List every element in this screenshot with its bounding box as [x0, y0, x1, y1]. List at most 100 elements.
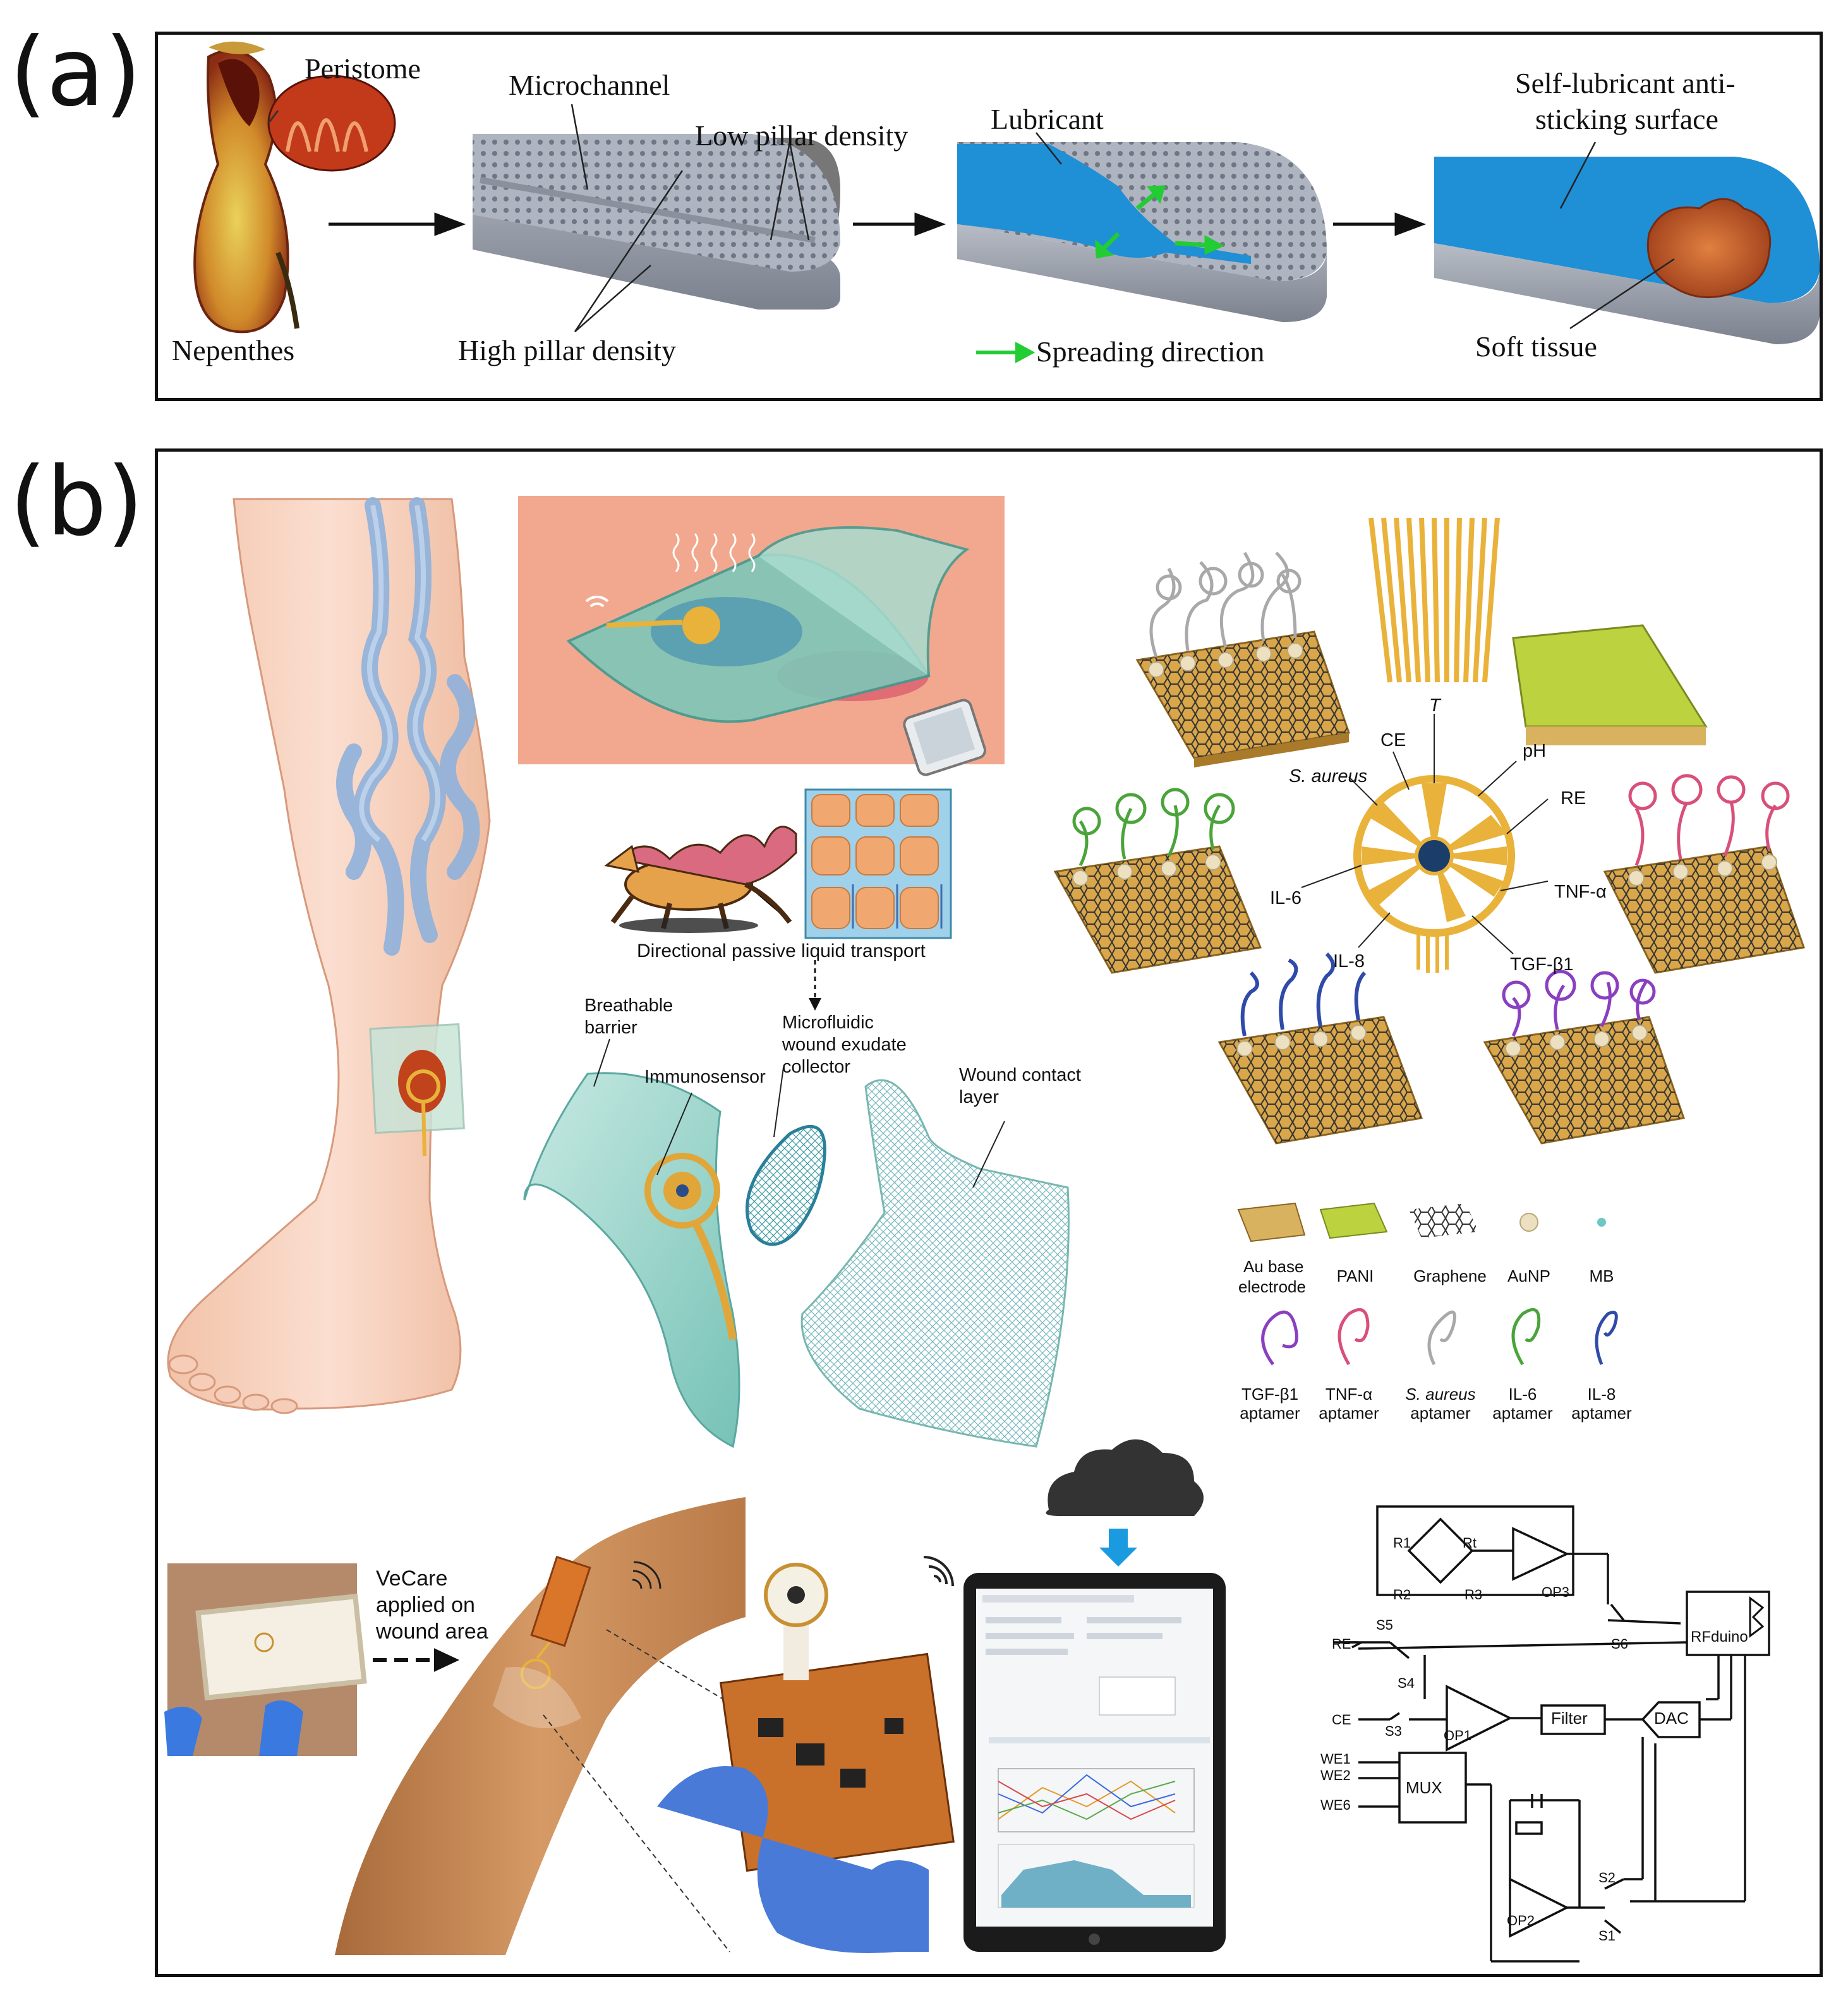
- circuit-MUX: MUX: [1406, 1778, 1442, 1797]
- self-lubricant-plate: [1434, 157, 1820, 344]
- legend-s-aureus-1: S. aureus: [1405, 1385, 1476, 1404]
- arm-photo-small: [164, 1563, 367, 1756]
- electrode-plate-tnf: [1603, 774, 1805, 974]
- circuit-DAC: DAC: [1654, 1709, 1689, 1728]
- legend-tnf-1: TNF-α: [1325, 1385, 1373, 1404]
- wearable-on-skin: [518, 496, 1005, 776]
- thorny-devil-lizard: [604, 826, 797, 933]
- label-microfluidic-1: Microfluidic: [782, 1013, 874, 1033]
- temperature-sensor-trace: [1368, 517, 1500, 683]
- legend-s-aureus-2: aptamer: [1410, 1404, 1471, 1423]
- label-sensor-il6: IL-6: [1270, 888, 1301, 908]
- label-peristome: Peristome: [305, 52, 421, 85]
- circuit-S4: S4: [1398, 1675, 1415, 1691]
- label-breathable-2: barrier: [584, 1018, 637, 1038]
- pani-block: [1512, 624, 1708, 745]
- skin-scales-diagram: [804, 788, 952, 939]
- label-wound-contact-1: Wound contact: [959, 1065, 1081, 1085]
- label-low-pillar: Low pillar density: [695, 119, 909, 152]
- label-microchannel: Microchannel: [509, 69, 670, 101]
- label-soft-tissue: Soft tissue: [1475, 330, 1597, 363]
- legend-mb: MB: [1589, 1266, 1614, 1285]
- immunosensor-electrode: [644, 1153, 737, 1340]
- tablet: [963, 1573, 1226, 1952]
- legend-tgf-1: TGF-β1: [1241, 1385, 1299, 1404]
- label-microfluidic-3: collector: [782, 1057, 850, 1077]
- circuit-WE2: WE2: [1320, 1767, 1351, 1783]
- leg-illustration: [167, 497, 491, 1414]
- label-sensor-tnf: TNF-α: [1554, 882, 1607, 902]
- circuit-S5: S5: [1376, 1617, 1393, 1633]
- circuit-RE: RE: [1332, 1636, 1351, 1652]
- circuit-S1: S1: [1598, 1928, 1615, 1944]
- label-self-lubricant-2: sticking surface: [1535, 103, 1718, 135]
- label-vecare-1: VeCare: [376, 1567, 448, 1591]
- label-sensor-RE: RE: [1561, 788, 1586, 809]
- phone-icon: [903, 699, 987, 776]
- microfluidic-collector-layer: [746, 1124, 826, 1246]
- label-vecare-3: wound area: [376, 1620, 488, 1644]
- circuit-WE1: WE1: [1320, 1751, 1351, 1767]
- label-nepenthes: Nepenthes: [172, 334, 295, 366]
- legend-icons: [1237, 1202, 1618, 1366]
- circuit-OP1: OP1: [1444, 1728, 1472, 1743]
- circuit-RFduino: RFduino: [1691, 1628, 1748, 1645]
- electrode-plate-tgf: [1483, 970, 1685, 1145]
- wound-contact-layer: [800, 1079, 1070, 1448]
- legend-pani: PANI: [1336, 1266, 1374, 1285]
- circuit-WE6: WE6: [1320, 1797, 1351, 1813]
- textured-plate: [473, 134, 840, 310]
- electrode-plate-il8: [1217, 952, 1423, 1145]
- label-sensor-T: T: [1429, 695, 1440, 716]
- label-vecare-2: applied on: [376, 1593, 475, 1617]
- label-breathable-1: Breathable: [584, 996, 673, 1016]
- panel-a-graphics: [193, 41, 1820, 364]
- circuit-S2: S2: [1598, 1870, 1615, 1886]
- label-microfluidic-2: wound exudate: [782, 1035, 907, 1055]
- legend-il6-2: aptamer: [1492, 1404, 1553, 1423]
- electrode-plate-s-aureus: [1135, 551, 1350, 767]
- nepenthes-plant: [193, 41, 299, 334]
- circuit-R3: R3: [1465, 1587, 1483, 1603]
- cloud-icon: [1046, 1439, 1204, 1567]
- label-sensor-pH: pH: [1523, 741, 1547, 761]
- circuit-OP2: OP2: [1507, 1913, 1535, 1928]
- circuit-S6: S6: [1611, 1636, 1628, 1652]
- rfduino-block: [1686, 1591, 1770, 1656]
- circuit-OP3: OP3: [1542, 1584, 1570, 1600]
- label-high-pillar: High pillar density: [458, 334, 676, 366]
- label-immunosensor: Immunosensor: [644, 1067, 766, 1087]
- legend-il6-1: IL-6: [1508, 1385, 1537, 1404]
- label-lubricant: Lubricant: [991, 103, 1104, 135]
- circuit-R1: R1: [1393, 1535, 1411, 1551]
- circuit-Rt: Rt: [1463, 1535, 1477, 1551]
- mux-block: [1398, 1752, 1467, 1824]
- label-self-lubricant-1: Self-lubricant anti-: [1515, 67, 1736, 99]
- breathable-barrier-layer: [523, 1072, 740, 1448]
- bluetooth-icon: [1749, 1596, 1765, 1638]
- wifi-icon-tablet: [923, 1556, 954, 1587]
- label-sensor-s-aureus: S. aureus: [1289, 766, 1368, 786]
- patch-in-hand-photo: [657, 1563, 955, 1953]
- panel-a-label: (a): [9, 18, 142, 128]
- lubricant-plate: [957, 142, 1327, 322]
- label-spreading-direction: Spreading direction: [1036, 335, 1265, 368]
- panel-b-label: (b): [9, 447, 144, 557]
- spreading-arrow-icon: [976, 341, 1036, 364]
- legend-aunp: AuNP: [1507, 1266, 1550, 1285]
- circuit-diagram: [1333, 1505, 1770, 1963]
- legend-graphene: Graphene: [1413, 1266, 1487, 1285]
- legend-au-base-1: Au base: [1243, 1257, 1304, 1276]
- soft-tissue-shape: [1646, 198, 1772, 299]
- label-sensor-CE: CE: [1380, 730, 1406, 750]
- sensor-hub: [1301, 517, 1549, 973]
- circuit-CE: CE: [1332, 1712, 1351, 1728]
- label-sensor-tgf: TGF-β1: [1510, 954, 1574, 975]
- dashed-arrow-icon: [373, 1648, 460, 1672]
- legend-tnf-2: aptamer: [1319, 1404, 1379, 1423]
- legend-il8-1: IL-8: [1587, 1385, 1616, 1404]
- legend-tgf-2: aptamer: [1240, 1404, 1300, 1423]
- label-sensor-il8: IL-8: [1333, 951, 1365, 971]
- label-directional-transport: Directional passive liquid transport: [637, 941, 926, 961]
